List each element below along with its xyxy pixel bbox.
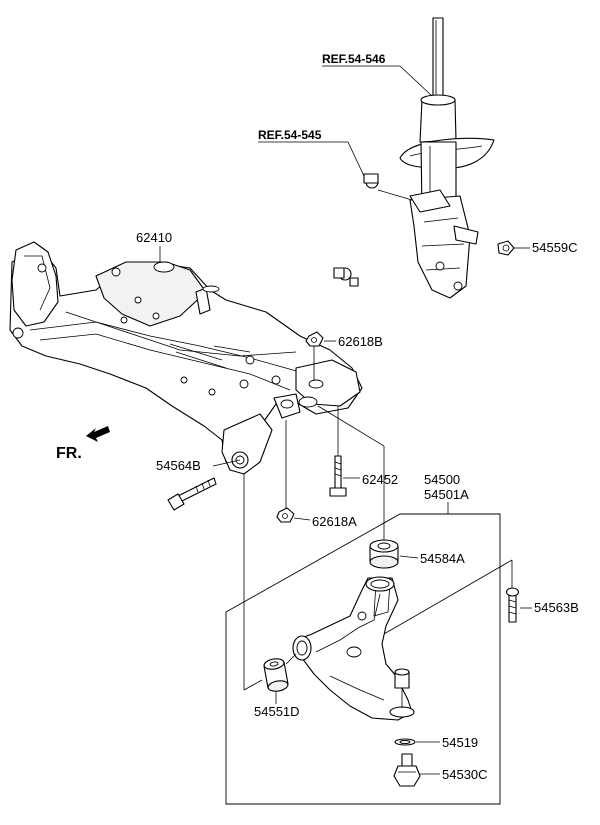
rear-bushing[interactable]	[369, 539, 399, 569]
label-lower-arm-assy-alt[interactable]: 54501A	[424, 487, 469, 502]
strut-nut[interactable]	[497, 240, 515, 256]
label-subframe-bolt[interactable]: 62452	[362, 472, 398, 487]
label-subframe-nut-lower[interactable]: 62618A	[312, 514, 357, 529]
label-ball-joint[interactable]: 54530C	[442, 767, 488, 782]
lower-arm-bolt[interactable]	[167, 477, 217, 511]
label-rear-bolt[interactable]: 54563B	[534, 600, 579, 615]
leader-lines	[159, 65, 532, 805]
label-strut-nut[interactable]: 54559C	[532, 240, 578, 255]
label-lower-arm-assy[interactable]: 54500	[424, 472, 460, 487]
stabilizer-link[interactable]	[333, 173, 413, 287]
label-rear-bushing[interactable]: 54584A	[420, 551, 465, 566]
front-direction-arrow	[86, 426, 110, 442]
label-subframe-nut-upper[interactable]: 62618B	[338, 334, 383, 349]
ball-joint-clip[interactable]	[394, 738, 416, 746]
lower-control-arm[interactable]	[292, 576, 415, 721]
direction-label: FR.	[56, 445, 82, 462]
label-subframe[interactable]: 62410	[136, 230, 172, 245]
ball-joint-stud[interactable]	[394, 668, 410, 708]
subframe[interactable]	[9, 241, 363, 475]
subframe-bolt[interactable]	[329, 406, 347, 497]
ref-strut-label[interactable]: REF.54-546	[322, 52, 386, 66]
strut-assembly[interactable]	[399, 17, 495, 299]
ball-joint[interactable]	[393, 753, 421, 787]
label-lower-arm-bolt[interactable]: 54564B	[156, 458, 201, 473]
label-front-bushing[interactable]: 54551D	[254, 704, 300, 719]
label-ball-joint-clip[interactable]: 54519	[442, 735, 478, 750]
rear-bolt[interactable]	[505, 587, 520, 623]
front-bushing[interactable]	[263, 653, 297, 693]
subframe-nut-upper[interactable]	[305, 331, 324, 380]
subframe-nut-lower[interactable]	[276, 420, 295, 523]
ref-stabilizer-link-label[interactable]: REF.54-545	[258, 128, 322, 142]
